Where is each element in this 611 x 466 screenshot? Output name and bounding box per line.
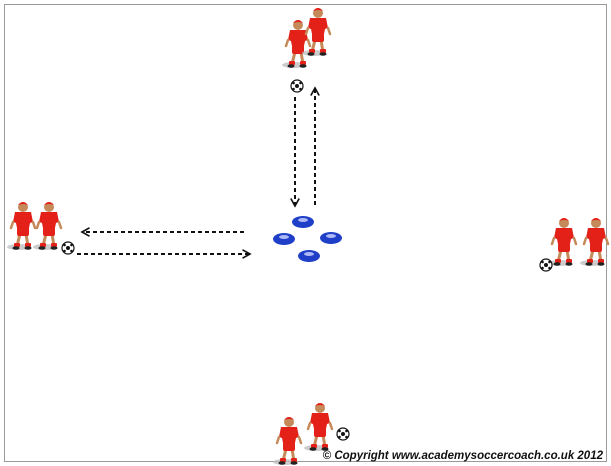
player — [5, 200, 37, 252]
player-group-top — [280, 6, 332, 93]
copyright-text: © Copyright www.academysoccercoach.co.uk… — [322, 450, 603, 462]
cone — [292, 216, 314, 228]
cone — [320, 232, 342, 244]
cone — [298, 250, 320, 262]
player-group-right — [539, 216, 610, 272]
pitch-frame — [4, 4, 607, 462]
ball — [61, 241, 75, 255]
ball — [290, 79, 304, 93]
player — [546, 216, 578, 268]
cones — [273, 216, 342, 262]
player — [271, 415, 303, 466]
player — [280, 18, 312, 70]
player — [31, 200, 63, 252]
ball — [336, 427, 350, 441]
player — [302, 401, 334, 453]
ball — [539, 258, 553, 272]
player-group-left — [5, 200, 75, 255]
cone — [273, 233, 295, 245]
arrows — [77, 88, 315, 254]
player — [578, 216, 610, 268]
player — [300, 6, 332, 58]
